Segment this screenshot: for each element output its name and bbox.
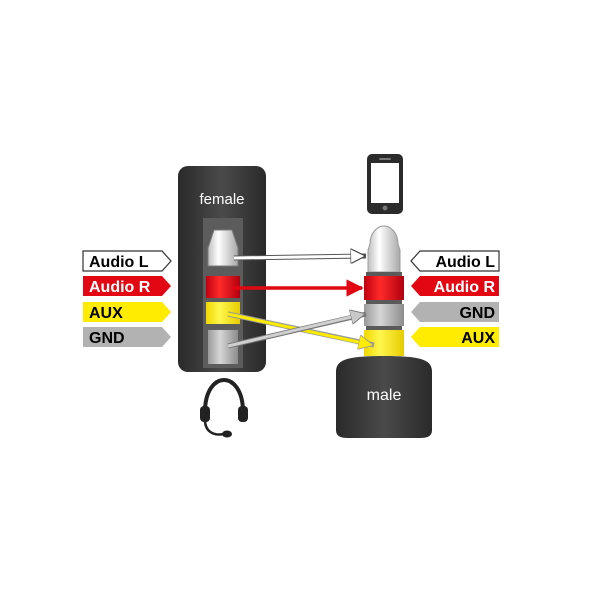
right-label-text: AUX [461,330,495,347]
male-plug-body [336,356,432,438]
left-label-gnd: GND [83,327,171,347]
male-insulator [366,300,402,304]
left-label-text: AUX [89,305,123,322]
male-contact-gnd [364,304,404,326]
right-label-audio-l: Audio L [410,250,500,272]
female-contact-audio-r [206,276,240,298]
right-label-tag [411,327,499,347]
male-contact-audio-r [364,276,404,300]
left-label-tag [83,327,171,347]
left-label-text: GND [89,330,125,347]
right-label-tag [411,276,499,296]
female-contact-audio-l [207,229,239,267]
right-label-tag [411,302,499,322]
left-label-text: Audio R [89,279,151,296]
right-label-tag [410,250,500,272]
female-jack: female [178,166,266,372]
smartphone-icon [367,154,403,214]
headset-icon [200,377,248,438]
right-label-text: GND [459,305,495,322]
right-labels: Audio L Audio R GND AUX [410,250,500,347]
left-label-tag [83,302,171,322]
right-label-text: Audio L [435,254,495,271]
male-contact-audio-l [367,225,401,273]
female-contact-aux [206,302,240,324]
male-insulator [366,272,402,276]
connection-gnd [227,314,364,348]
right-label-audio-r: Audio R [411,276,499,296]
left-label-audio-l: Audio L [82,250,172,272]
left-label-aux: AUX [83,302,171,322]
left-label-audio-r: Audio R [83,276,171,296]
female-label: female [199,191,244,208]
connection-audio-l [233,256,364,258]
left-label-tag [83,276,171,296]
left-label-tag [82,250,172,272]
male-plug: male [336,225,432,438]
male-insulator [366,326,402,330]
right-label-text: Audio R [434,279,496,296]
right-label-aux: AUX [411,327,499,347]
connections [227,256,375,348]
male-label: male [367,387,402,404]
left-labels: Audio L Audio R AUX GND [82,250,172,347]
left-label-text: Audio L [89,254,149,271]
right-label-gnd: GND [411,302,499,322]
